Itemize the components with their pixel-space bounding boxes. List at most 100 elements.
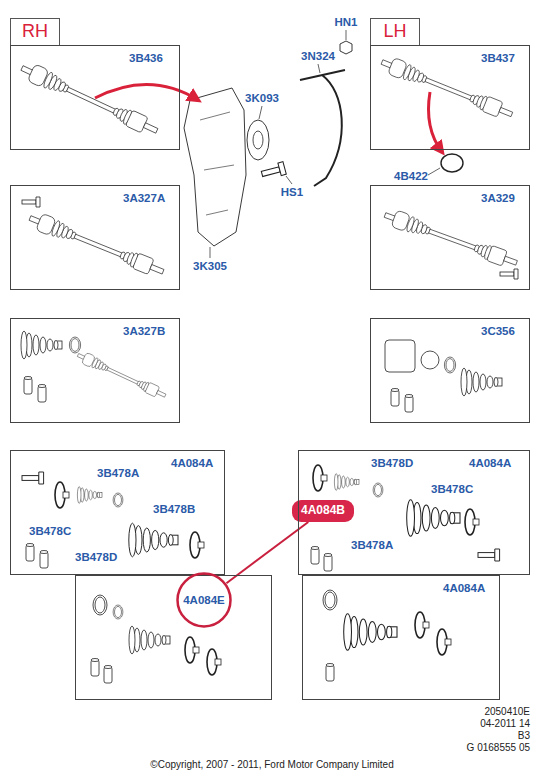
circle-outline — [178, 574, 231, 627]
part-number: 4A084E — [183, 594, 225, 607]
bearing-strap — [300, 70, 345, 186]
highlight-circle: 4A084E — [176, 572, 232, 628]
part-number: 3B478D — [75, 551, 117, 564]
bearing-bore — [253, 131, 263, 149]
part-number: 3A329 — [481, 192, 515, 205]
clamp — [465, 509, 479, 535]
part-number: 3B478B — [153, 503, 195, 516]
part-number: 4A084A — [469, 457, 511, 470]
bolt — [22, 472, 44, 484]
bearing-bracket — [184, 88, 246, 246]
ring — [113, 605, 123, 619]
leader-line — [210, 30, 440, 258]
clamp — [437, 629, 451, 655]
side-label: RH — [22, 22, 48, 42]
part-number: 3A327B — [123, 325, 165, 338]
callout-badge: 4A084B — [292, 500, 354, 522]
side-header: LH — [370, 18, 420, 46]
part-number: 3B478C — [29, 525, 71, 538]
ring — [113, 493, 123, 507]
bolt — [260, 162, 286, 181]
kit-panel: 4A084E — [75, 575, 272, 700]
clamp — [55, 482, 69, 508]
part-panel: 3B436 — [10, 45, 180, 150]
part-number: 3B478A — [351, 539, 393, 552]
drawing-number: 2050410E — [484, 706, 530, 717]
part-number: 3A327A — [123, 192, 165, 205]
part-number: 4A084B — [301, 504, 345, 517]
part-number: 3B478A — [97, 467, 139, 480]
joint-housing — [385, 340, 415, 372]
bearing — [247, 120, 269, 160]
grease-tube — [405, 395, 413, 413]
part-panel: 3A327B — [10, 318, 180, 423]
grease-tube — [40, 551, 48, 569]
ring — [93, 595, 107, 615]
drive-shaft — [382, 207, 520, 271]
boot — [344, 614, 397, 650]
grease-tube — [391, 389, 399, 407]
drive-shaft — [75, 350, 167, 402]
grease-tube — [38, 385, 46, 403]
ring — [69, 337, 80, 353]
red-arrow — [95, 84, 198, 100]
part-number: 4A084A — [443, 582, 485, 595]
grease-tube — [326, 664, 334, 682]
joint-spider — [421, 351, 439, 369]
drive-shaft — [18, 60, 161, 140]
copyright-note: ©Copyright, 2007 - 2011, Ford Motor Comp… — [150, 759, 393, 770]
grease-tube — [324, 554, 332, 572]
kit-panel: 4A084A 3B478A 3B478B 3B478C 3B478D — [10, 450, 225, 575]
part-number: 3B478D — [371, 457, 413, 470]
bolt — [22, 197, 40, 207]
nut — [340, 41, 352, 54]
side-label: LH — [383, 22, 406, 42]
part-panel: 3A329 — [370, 185, 530, 290]
ring — [323, 590, 337, 610]
drawing-date: 04-2011 14 — [480, 718, 530, 729]
boot — [129, 626, 170, 654]
callout-number: HS1 — [281, 186, 303, 199]
boot — [334, 474, 359, 491]
drawing-code: B3 — [518, 730, 530, 741]
drawing-reference: G 0168555 05 — [467, 742, 530, 753]
boot — [407, 500, 460, 536]
boot — [21, 331, 62, 359]
boot — [77, 487, 102, 504]
kit-panel: 3B478D 4A084A 3B478C 3B478A — [298, 450, 530, 575]
boot — [461, 368, 502, 396]
bolt — [500, 269, 518, 279]
callout-number: 3N324 — [301, 50, 335, 63]
grease-tube — [311, 547, 319, 565]
part-panel: 3B437 — [370, 45, 530, 150]
side-header: RH — [10, 18, 60, 46]
bolt — [478, 549, 500, 561]
part-number: 3C356 — [481, 325, 515, 338]
callout-number: 3K305 — [193, 260, 227, 273]
callout-number: HN1 — [334, 16, 357, 29]
callout-number: 4B422 — [394, 170, 428, 183]
callout-number: 3K093 — [245, 92, 279, 105]
grease-tube — [26, 544, 34, 562]
grease-tube — [24, 377, 32, 395]
part-number: 3B478C — [431, 483, 473, 496]
red-arrow — [429, 92, 443, 152]
part-number: 4A084A — [171, 457, 213, 470]
circlip — [441, 154, 463, 172]
boot — [129, 523, 178, 557]
clamp — [190, 532, 204, 558]
clamp — [313, 465, 327, 491]
clamp — [207, 649, 221, 675]
grease-tube — [91, 659, 99, 677]
clamp — [185, 637, 199, 663]
drive-shaft — [379, 54, 515, 123]
kit-panel: 4A084A — [302, 575, 500, 700]
ring — [373, 483, 383, 497]
part-number: 3B436 — [129, 52, 163, 65]
drive-shaft — [27, 210, 167, 280]
part-number: 3B437 — [481, 52, 515, 65]
clamp — [415, 612, 429, 638]
